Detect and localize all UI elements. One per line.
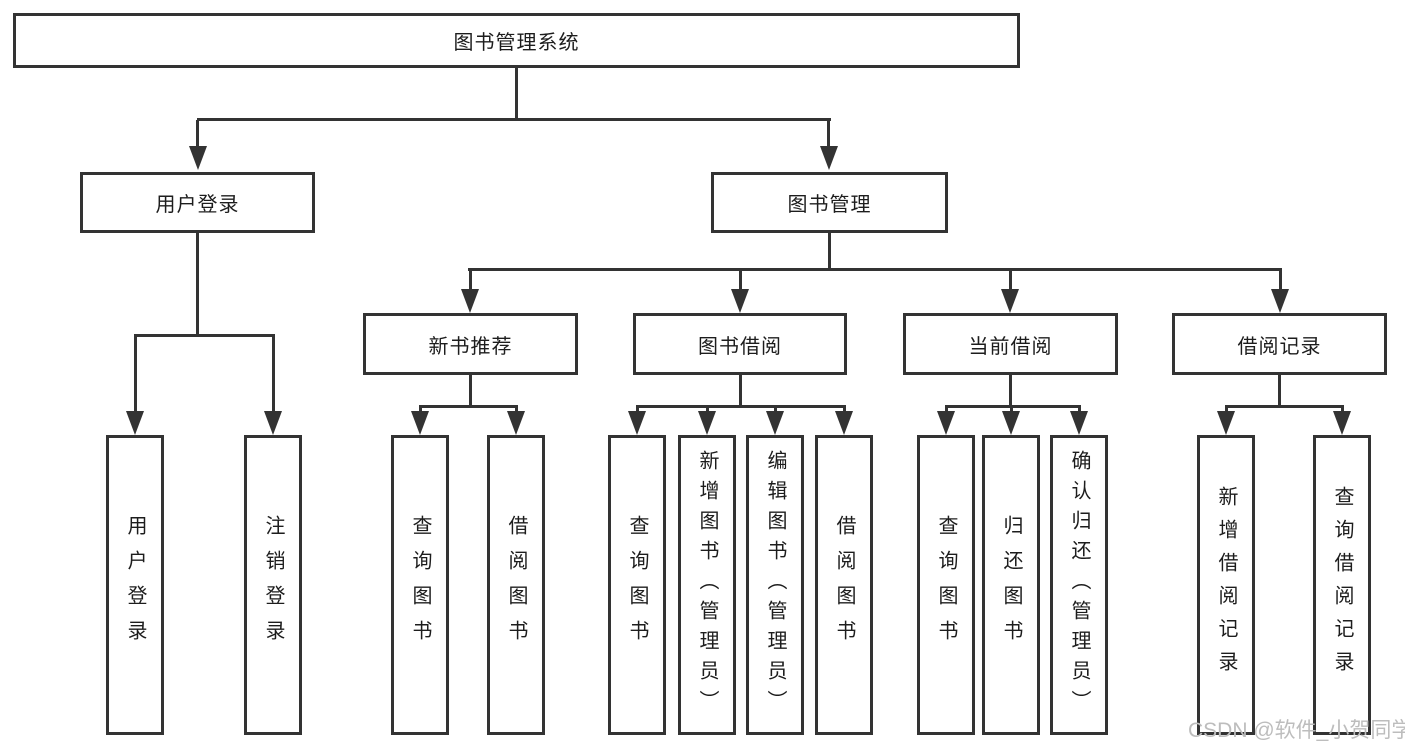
arrow-down-icon	[1271, 289, 1289, 313]
node-borrow-records: 借阅记录	[1172, 313, 1387, 375]
connector-borrow-drop	[774, 405, 777, 413]
node-label: 当前借阅	[968, 335, 1053, 358]
connector-root-bar	[197, 118, 831, 121]
arrow-down-icon	[698, 411, 716, 435]
connector-user-login-drop	[272, 336, 275, 413]
leaf-borrow-books: 借阅图书	[815, 435, 873, 735]
connector-book-mgmt-bar	[468, 268, 1282, 271]
connector-book-mgmt-drop	[469, 270, 472, 290]
node-label: 查询图书	[935, 515, 957, 655]
leaf-query-borrow-record: 查询借阅记录	[1313, 435, 1371, 735]
arrow-down-icon	[1217, 411, 1235, 435]
connector-borrow-drop	[636, 405, 639, 413]
node-label: 用户登录	[155, 194, 240, 216]
leaf-borrow-books-recommend: 借阅图书	[487, 435, 545, 735]
connector-book-mgmt-drop	[1009, 270, 1012, 290]
connector-recommend-drop	[515, 405, 518, 413]
connector-recommend-drop	[419, 405, 422, 413]
node-label: 用户登录	[124, 515, 146, 655]
node-user-login: 用户登录	[80, 172, 315, 233]
arrow-down-icon	[189, 146, 207, 170]
leaf-user-login: 用户登录	[106, 435, 164, 735]
leaf-logout: 注销登录	[244, 435, 302, 735]
arrow-down-icon	[628, 411, 646, 435]
connector-book-mgmt-drop	[739, 270, 742, 290]
watermark: CSDN @软件_小贺同学	[1188, 719, 1405, 742]
connector-root-stem	[515, 68, 518, 120]
connector-borrow-drop	[706, 405, 709, 413]
connector-user-login-stem	[196, 233, 199, 336]
arrow-down-icon	[411, 411, 429, 435]
leaf-query-books-recommend: 查询图书	[391, 435, 449, 735]
arrow-down-icon	[1002, 411, 1020, 435]
arrow-down-icon	[264, 411, 282, 435]
leaf-confirm-return-admin: 确认归还（管理员）	[1050, 435, 1108, 735]
node-label: 新增图书（管理员）	[696, 450, 718, 720]
connector-recommend-bar	[419, 405, 518, 408]
connector-book-mgmt-stem	[828, 233, 831, 270]
connector-borrow-drop	[843, 405, 846, 413]
node-label: 借阅记录	[1237, 335, 1322, 358]
node-label: 确认归还（管理员）	[1068, 450, 1090, 720]
leaf-query-books-borrow: 查询图书	[608, 435, 666, 735]
node-current-borrow: 当前借阅	[903, 313, 1118, 375]
node-label: 查询借阅记录	[1331, 486, 1353, 684]
connector-records-stem	[1278, 375, 1281, 408]
connector-user-login-bar	[134, 334, 275, 337]
node-library-management-system: 图书管理系统	[13, 13, 1020, 68]
connector-root-drop-left	[196, 120, 199, 148]
leaf-return-books: 归还图书	[982, 435, 1040, 735]
arrow-down-icon	[820, 146, 838, 170]
node-label: 查询图书	[626, 515, 648, 655]
arrow-down-icon	[766, 411, 784, 435]
arrow-down-icon	[731, 289, 749, 313]
connector-recommend-stem	[469, 375, 472, 408]
node-label: 归还图书	[1000, 515, 1022, 655]
node-book-borrow: 图书借阅	[633, 313, 847, 375]
connector-records-drop	[1341, 405, 1344, 413]
node-label: 注销登录	[262, 515, 284, 655]
connector-current-drop	[1010, 405, 1013, 413]
connector-borrow-stem	[739, 375, 742, 408]
arrow-down-icon	[937, 411, 955, 435]
arrow-down-icon	[126, 411, 144, 435]
node-book-management: 图书管理	[711, 172, 948, 233]
arrow-down-icon	[507, 411, 525, 435]
arrow-down-icon	[461, 289, 479, 313]
connector-borrow-bar	[636, 405, 846, 408]
connector-current-bar	[945, 405, 1081, 408]
leaf-query-books-current: 查询图书	[917, 435, 975, 735]
node-label: 新增借阅记录	[1215, 486, 1237, 684]
leaf-add-borrow-record: 新增借阅记录	[1197, 435, 1255, 735]
arrow-down-icon	[1070, 411, 1088, 435]
node-label: 借阅图书	[833, 515, 855, 655]
connector-book-mgmt-drop	[1279, 270, 1282, 290]
node-label: 新书推荐	[428, 335, 513, 358]
node-label: 查询图书	[409, 515, 431, 655]
node-label: 图书管理系统	[453, 32, 580, 54]
node-new-book-recommend: 新书推荐	[363, 313, 578, 375]
arrow-down-icon	[1001, 289, 1019, 313]
connector-user-login-drop	[134, 336, 137, 413]
connector-root-drop-right	[827, 120, 830, 148]
connector-records-bar	[1225, 405, 1344, 408]
leaf-add-book-admin: 新增图书（管理员）	[678, 435, 736, 735]
leaf-edit-book-admin: 编辑图书（管理员）	[746, 435, 804, 735]
arrow-down-icon	[835, 411, 853, 435]
node-label: 编辑图书（管理员）	[764, 450, 786, 720]
connector-current-stem	[1009, 375, 1012, 408]
node-label: 借阅图书	[505, 515, 527, 655]
connector-records-drop	[1225, 405, 1228, 413]
connector-current-drop	[1078, 405, 1081, 413]
node-label: 图书管理	[787, 194, 872, 216]
connector-current-drop	[945, 405, 948, 413]
node-label: 图书借阅	[698, 335, 782, 358]
arrow-down-icon	[1333, 411, 1351, 435]
